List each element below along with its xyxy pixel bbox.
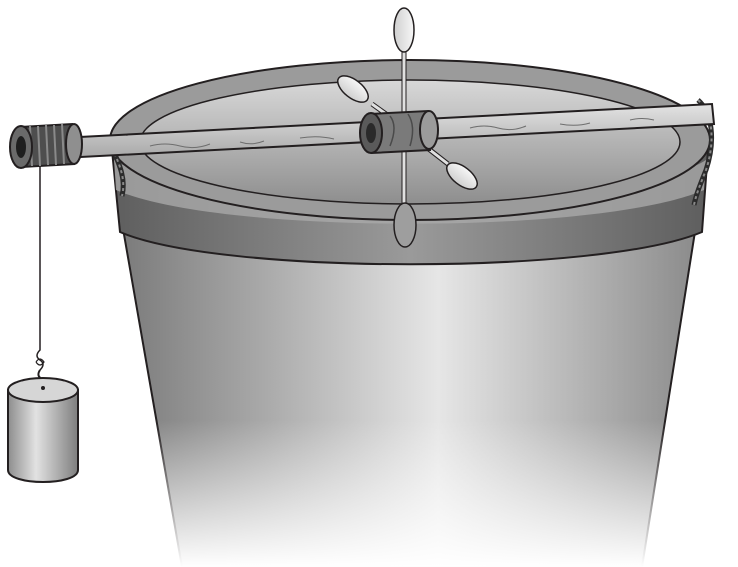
paddle-hub	[360, 111, 438, 153]
string	[36, 166, 44, 379]
hanging-weight	[8, 378, 78, 482]
string-spool	[10, 124, 82, 168]
spoon-top	[394, 8, 414, 52]
spoon-bottom	[394, 203, 416, 247]
bucket-fade	[110, 420, 710, 567]
